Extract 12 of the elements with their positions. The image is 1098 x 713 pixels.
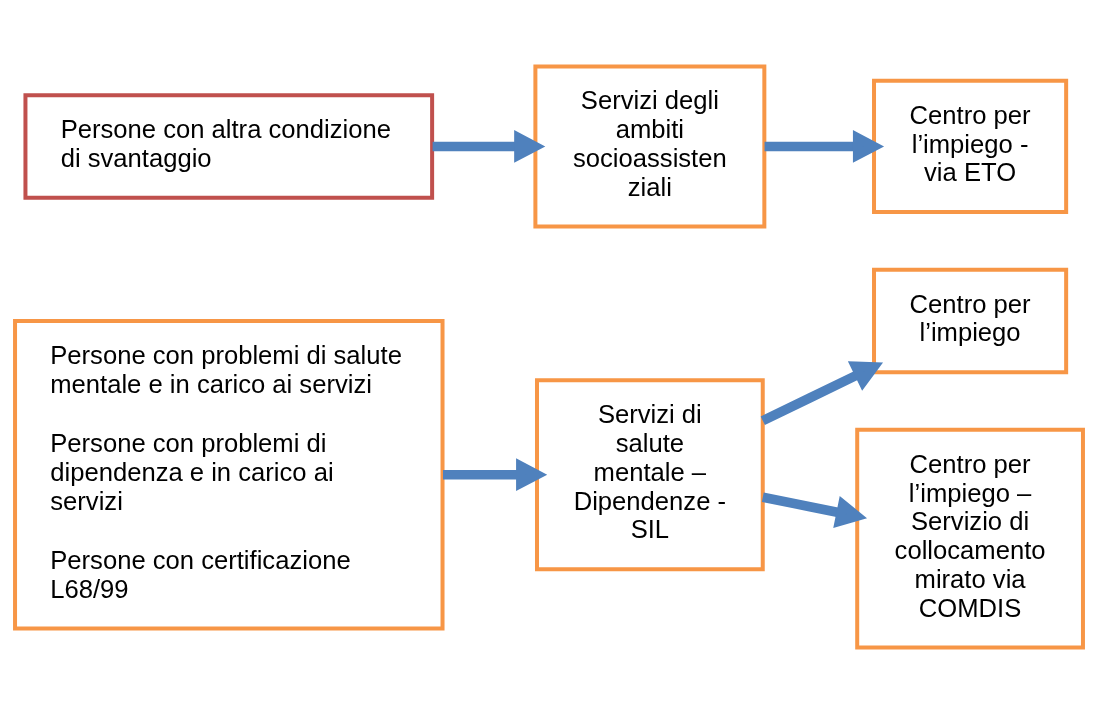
arrow — [443, 457, 548, 491]
arrow — [432, 129, 546, 163]
node-box: Centro per l’impiego - via ETO — [872, 78, 1069, 214]
node-box: Servizi degli ambiti socioassisten ziali — [533, 63, 767, 228]
arrow — [760, 360, 884, 425]
arrow — [764, 129, 885, 163]
arrow — [761, 491, 867, 528]
node-box: Persone con problemi di salute mentale e in carico ai servizi Persone con problemi di dipendenza e in carico ai servizi Persone con certificazione L68/99 — [13, 318, 445, 630]
node-box: Servizi di salute mentale – Dipendenze - SIL — [535, 377, 765, 571]
node-box: Persone con altra condizione di svantaggio — [23, 92, 435, 200]
node-box: Centro per l’impiego – Servizio di collocamento mirato via COMDIS — [855, 427, 1085, 650]
node-box: Centro per l’impiego — [872, 267, 1069, 374]
